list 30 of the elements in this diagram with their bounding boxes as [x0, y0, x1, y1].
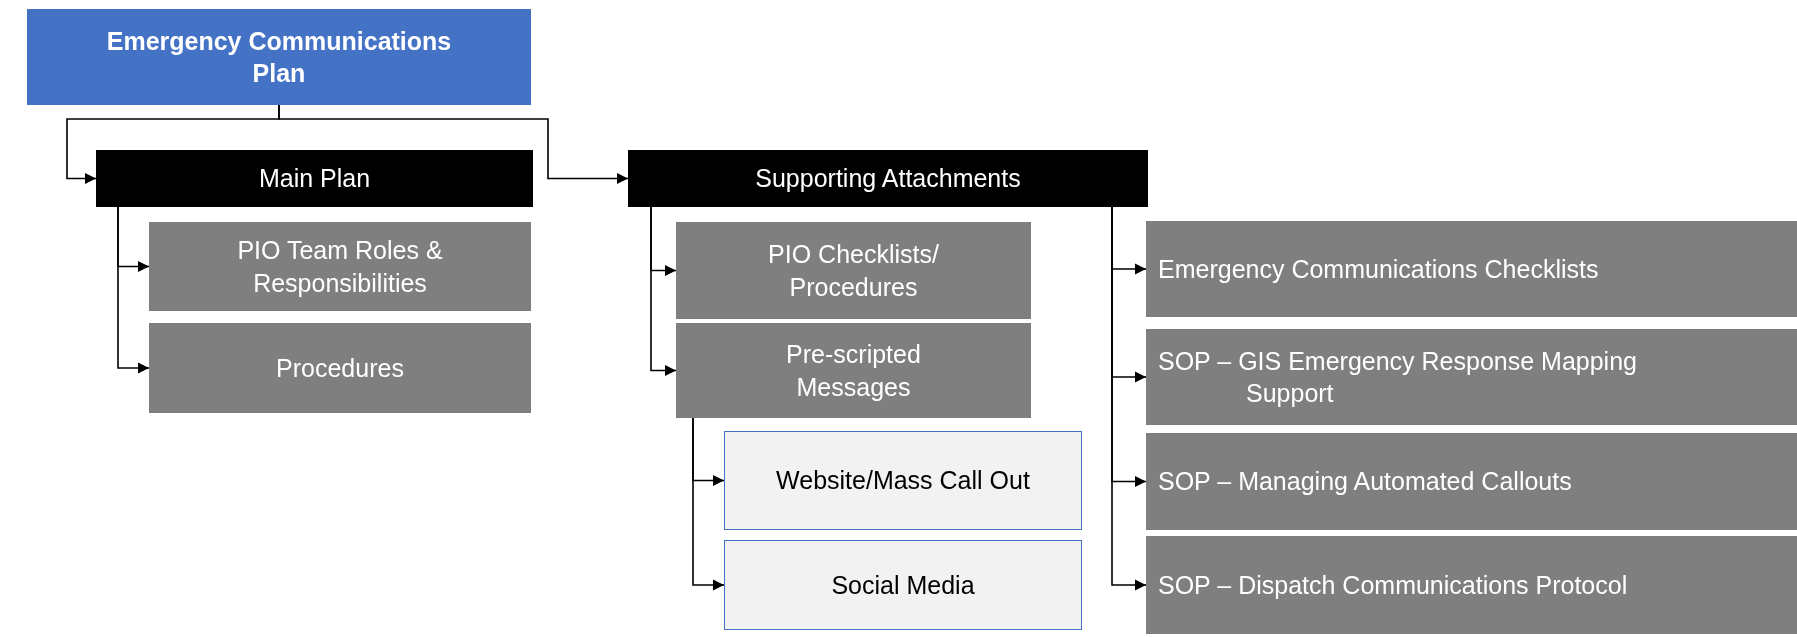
connector-arrow	[278, 104, 629, 185]
box-label: SOP – Managing Automated Callouts	[1158, 466, 1572, 498]
item-box	[1146, 536, 1797, 634]
sub-item-box	[724, 431, 1082, 530]
title-box	[27, 9, 531, 105]
sub-item-box	[724, 540, 1082, 630]
box-label: Pre-scripted Messages	[785, 339, 922, 403]
item-box	[676, 323, 1031, 418]
item-box	[1146, 221, 1797, 317]
box-label: Supporting Attachments	[755, 163, 1021, 195]
item-box	[149, 222, 531, 311]
box-label: Emergency Communications Checklists	[1158, 253, 1599, 285]
connector-arrow	[117, 206, 150, 374]
box-label: Main Plan	[258, 163, 371, 195]
box-label: Social Media	[831, 569, 975, 601]
box-label: PIO Team Roles & Responsibilities	[236, 235, 444, 299]
connector-arrow	[692, 417, 725, 591]
section-box	[628, 150, 1148, 207]
section-box	[96, 150, 533, 207]
box-label: Emergency Communications Plan	[105, 25, 453, 89]
connector-arrow	[650, 206, 677, 377]
item-box	[1146, 433, 1797, 530]
item-box	[676, 222, 1031, 319]
box-label: SOP – Dispatch Communications Protocol	[1158, 569, 1628, 601]
box-label: Procedures	[276, 352, 404, 384]
box-label: SOP – GIS Emergency Response Mapping Support	[1158, 345, 1638, 409]
box-label: Website/Mass Call Out	[776, 465, 1030, 497]
box-label: PIO Checklists/ Procedures	[767, 239, 940, 303]
item-box	[1146, 329, 1797, 425]
item-box	[149, 323, 531, 413]
